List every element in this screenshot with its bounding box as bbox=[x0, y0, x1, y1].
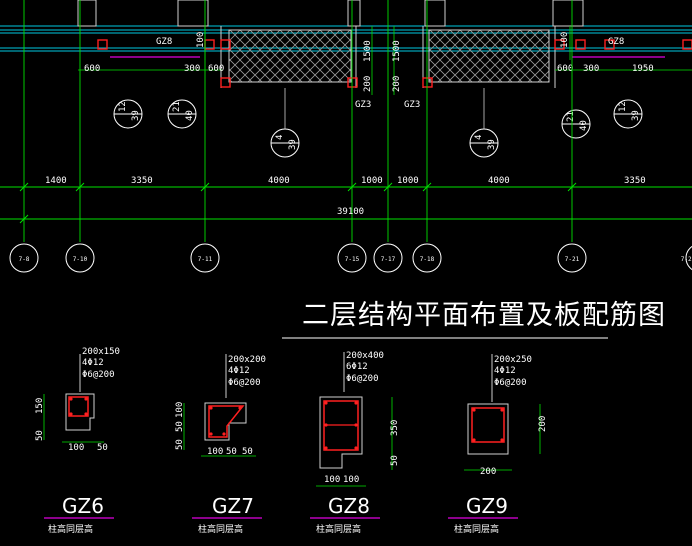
axis-label: 7-21 bbox=[565, 256, 580, 263]
dimension-text: 600 bbox=[208, 64, 224, 74]
dimension-text: 50 bbox=[35, 430, 45, 441]
dimension-text: 1950 bbox=[632, 64, 654, 74]
dimension-text: 200 bbox=[480, 467, 496, 477]
dimension-text: 300 bbox=[583, 64, 599, 74]
rebar-callout-top: 12 bbox=[618, 101, 628, 112]
column-name: GZ9 bbox=[466, 494, 508, 518]
grid-lines bbox=[0, 0, 692, 242]
column-details: 200x150 4Φ12 Φ6@200 150 50 100 50 GZ6 柱高… bbox=[35, 347, 548, 535]
column-stirrups: Φ6@200 bbox=[82, 370, 115, 380]
column-main-bars: 4Φ12 bbox=[494, 366, 516, 376]
column-size: 200x200 bbox=[228, 355, 266, 365]
beam-label: GZ8 bbox=[156, 37, 172, 47]
dimension-text: 50 bbox=[242, 447, 253, 457]
column-stirrups: Φ6@200 bbox=[494, 378, 527, 388]
dimension-text: 50 bbox=[175, 439, 185, 450]
column-main-bars: 6Φ12 bbox=[346, 362, 368, 372]
dimension-text: 50 bbox=[97, 443, 108, 453]
dimension-text: 100 bbox=[196, 32, 206, 48]
axis-label: 7-8 bbox=[19, 256, 30, 263]
dimension-text: 150 bbox=[35, 398, 45, 414]
rebar-callout-top: 4 bbox=[275, 135, 285, 140]
span-dimension: 3350 bbox=[131, 176, 153, 186]
drawing-title: 二层结构平面布置及板配筋图 bbox=[302, 300, 666, 331]
column-size: 200x400 bbox=[346, 351, 384, 361]
rebar-callout-bottom: 39 bbox=[487, 139, 497, 150]
hatched-slab-right bbox=[428, 29, 550, 83]
dimension-text: 300 bbox=[184, 64, 200, 74]
column-label: GZ3 bbox=[404, 100, 420, 110]
rebar-callout-top: 4 bbox=[474, 135, 484, 140]
column-name: GZ6 bbox=[62, 494, 104, 518]
dimension-text: 600 bbox=[84, 64, 100, 74]
axis-label: 7-18 bbox=[420, 256, 435, 263]
span-dimension: 4000 bbox=[268, 176, 290, 186]
column-name: GZ8 bbox=[328, 494, 370, 518]
column-detail-gz7: 200x200 4Φ12 Φ6@200 100 50 50 100 50 50 … bbox=[175, 354, 266, 535]
span-dimension: 3350 bbox=[624, 176, 646, 186]
dimension-text: 600 bbox=[557, 64, 573, 74]
column-note: 柱高同层高 bbox=[454, 523, 499, 535]
dimension-text: 200 bbox=[363, 76, 373, 92]
span-dimension: 1400 bbox=[45, 176, 67, 186]
dimension-text: 100 bbox=[324, 475, 340, 485]
dimension-text: 100 bbox=[68, 443, 84, 453]
total-dimension: 39100 bbox=[337, 207, 364, 217]
rebar-callout-bottom: 39 bbox=[131, 110, 141, 121]
column-detail-gz9: 200x250 4Φ12 Φ6@200 200 200 GZ9 柱高同层高 bbox=[448, 354, 548, 535]
hatched-slab-left bbox=[228, 29, 352, 83]
column-size: 200x150 bbox=[82, 347, 120, 357]
dimension-text: 200 bbox=[392, 76, 402, 92]
column-stirrups: Φ6@200 bbox=[346, 374, 379, 384]
span-dimension: 1000 bbox=[361, 176, 383, 186]
span-dimension: 4000 bbox=[488, 176, 510, 186]
dimension-text: 100 bbox=[560, 32, 570, 48]
axis-label: 7-23 bbox=[681, 256, 692, 263]
rebar-callout-top: 21 bbox=[172, 101, 182, 112]
dimension-text: 100 bbox=[343, 475, 359, 485]
axis-label: 7-10 bbox=[73, 256, 88, 263]
rebar-callout-top: 12 bbox=[118, 101, 128, 112]
column-note: 柱高同层高 bbox=[316, 523, 361, 535]
axis-label: 7-15 bbox=[345, 256, 360, 263]
rebar-callout-top: 21 bbox=[566, 111, 576, 122]
dimension-text: 50 bbox=[226, 447, 237, 457]
column-main-bars: 4Φ12 bbox=[82, 358, 104, 368]
column-detail-gz8: 200x400 6Φ12 Φ6@200 350 50 100 100 GZ8 柱… bbox=[310, 351, 400, 535]
dimension-text: 200 bbox=[538, 416, 548, 432]
plan-area: GZ8 GZ8 600 300 600 600 300 1950 100 150… bbox=[0, 0, 692, 273]
column-detail-gz6: 200x150 4Φ12 Φ6@200 150 50 100 50 GZ6 柱高… bbox=[35, 347, 120, 535]
dimension-text: 50 bbox=[175, 421, 185, 432]
dimension-text: 50 bbox=[390, 455, 400, 466]
column-note: 柱高同层高 bbox=[198, 523, 243, 535]
dimension-text: 1500 bbox=[363, 40, 373, 62]
dimension-text: 1500 bbox=[392, 40, 402, 62]
axis-label: 7-17 bbox=[381, 256, 396, 263]
column-main-bars: 4Φ12 bbox=[228, 366, 250, 376]
column-size: 200x250 bbox=[494, 355, 532, 365]
rebar-callout-bottom: 40 bbox=[579, 120, 589, 131]
column-label: GZ3 bbox=[355, 100, 371, 110]
beam-label: GZ8 bbox=[608, 37, 624, 47]
dimension-text: 100 bbox=[207, 447, 223, 457]
span-dimension: 1000 bbox=[397, 176, 419, 186]
axis-label: 7-11 bbox=[198, 256, 213, 263]
rebar-callout-bottom: 40 bbox=[185, 110, 195, 121]
dimension-text: 100 bbox=[175, 402, 185, 418]
column-name: GZ7 bbox=[212, 494, 254, 518]
plan-columns bbox=[97, 39, 692, 88]
rebar-callout-bottom: 39 bbox=[288, 139, 298, 150]
column-note: 柱高同层高 bbox=[48, 523, 93, 535]
column-stirrups: Φ6@200 bbox=[228, 378, 261, 388]
dimension-text: 350 bbox=[390, 420, 400, 436]
rebar-callout-bottom: 39 bbox=[631, 110, 641, 121]
